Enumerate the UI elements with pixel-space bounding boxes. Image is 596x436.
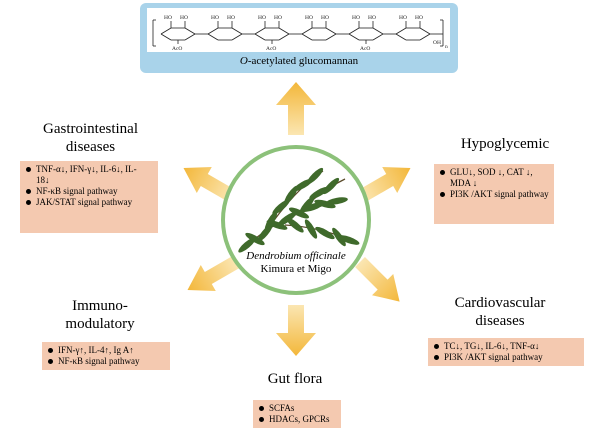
hydroxyl-label: HO [211, 15, 219, 21]
immuno-item: NF-κB signal pathway [46, 356, 165, 367]
gut-heading: Gut flora [267, 371, 323, 387]
immuno-box: IFN-γ↑, IL-4↑, Ig A↑ NF-κB signal pathwa… [42, 342, 170, 370]
hydroxyl-label: HO [227, 15, 235, 21]
acetyl-label: AcO [360, 46, 370, 52]
leaf-shape [288, 207, 310, 219]
bond-line [372, 33, 384, 41]
hydroxyl-label: OH [433, 40, 441, 46]
leaf-shape [314, 199, 336, 209]
immuno-item: IFN-γ↑, IL-4↑, Ig A↑ [46, 345, 165, 356]
hydroxyl-label: HO [274, 15, 282, 21]
bond-line [348, 27, 360, 35]
leaf-shape [338, 235, 360, 245]
leaf-shape [245, 232, 265, 246]
hydroxyl-label: HO [399, 15, 407, 21]
cardio-item: PI3K /AKT signal pathway [432, 352, 579, 363]
hydroxyl-label: HO [321, 15, 329, 21]
bond-line [419, 33, 431, 41]
bond-line [184, 27, 196, 35]
caption-italic-o: O [239, 55, 248, 67]
bond-line [184, 33, 196, 41]
repeat-subscript: n [445, 44, 448, 50]
bond-line [372, 27, 384, 35]
bond-line [207, 33, 219, 41]
leaf-shape [326, 197, 348, 205]
bond-line [278, 27, 290, 35]
cardio-heading: Cardiovascular diseases [425, 294, 575, 330]
arrow-upper-left [183, 167, 236, 203]
gut-item: HDACs, GPCRs [257, 414, 336, 425]
center-circle [221, 145, 371, 295]
leaf-shape [238, 237, 256, 253]
leaf-shape [306, 167, 324, 185]
immuno-title-line1: Immuno- [72, 298, 128, 314]
bond-line [278, 33, 290, 41]
leaf-shape [286, 217, 304, 233]
center-label: Dendrobium officinale Kimura et Migo [221, 250, 371, 276]
arrow-lower-right [355, 257, 400, 302]
bond-line [325, 27, 337, 35]
hydroxyl-label: HO [180, 15, 188, 21]
acetyl-label: AcO [266, 46, 276, 52]
glucomannan-structure: n HO HO AcO HO HO HO HO AcO HO HO HO HO AcO HO HO OH [147, 8, 450, 52]
gastro-item: TNF-α↓, IFN-γ↓, IL-6↓, IL-18↓ [24, 164, 153, 186]
structure-caption: O-acetylated glucomannan [140, 55, 458, 67]
bond-line [160, 27, 172, 35]
bond-line [207, 27, 219, 35]
caption-text: -acetylated glucomannan [247, 55, 359, 67]
cardio-box: TC↓, TG↓, IL-6↓, TNF-α↓ PI3K /AKT signal… [428, 338, 584, 366]
gastro-title-line2: diseases [65, 139, 116, 155]
arrow-down [276, 305, 316, 356]
leaf-shape [322, 177, 340, 195]
leaf-shape [315, 226, 335, 240]
bond-line [395, 33, 407, 41]
cardio-title-line2: diseases [475, 313, 525, 329]
hydroxyl-label: HO [368, 15, 376, 21]
hypo-item: PI3K /AKT signal pathway [438, 189, 549, 200]
gastro-title-line1: Gastrointestinal [43, 121, 138, 137]
hydroxyl-label: HO [415, 15, 423, 21]
acetyl-label: AcO [172, 46, 182, 52]
bond-line [231, 33, 243, 41]
hydroxyl-label: HO [258, 15, 266, 21]
bond-line [419, 27, 431, 35]
dendrobium-plant-image [238, 167, 360, 253]
hydroxyl-label: HO [352, 15, 360, 21]
hydroxyl-label: HO [164, 15, 172, 21]
immuno-title-line2: modulatory [65, 316, 135, 332]
arrow-up [276, 82, 316, 135]
bond-line [395, 27, 407, 35]
immuno-heading: Immuno- modulatory [40, 297, 160, 333]
bond-line [254, 27, 266, 35]
leaf-shape [309, 186, 329, 200]
leaf-shape [304, 219, 318, 239]
cardio-item: TC↓, TG↓, IL-6↓, TNF-α↓ [432, 341, 579, 352]
arrow-lower-left [187, 255, 240, 291]
hypo-box: GLU↓, SOD ↓, CAT ↓, MDA ↓ PI3K /AKT sign… [434, 164, 554, 224]
leaf-shape [264, 211, 278, 231]
gastro-box: TNF-α↓, IFN-γ↓, IL-6↓, IL-18↓ NF-κB sign… [20, 161, 158, 233]
bond-line [325, 33, 337, 41]
gastro-item: JAK/STAT signal pathway [24, 197, 153, 208]
bond-line [160, 33, 172, 41]
hypo-heading: Hypoglycemic [460, 136, 550, 152]
gut-item: SCFAs [257, 403, 336, 414]
bond-line [231, 27, 243, 35]
hydroxyl-label: HO [305, 15, 313, 21]
gastro-item: NF-κB signal pathway [24, 186, 153, 197]
arrow-upper-right [358, 167, 411, 203]
bond-line [301, 33, 313, 41]
gut-box: SCFAs HDACs, GPCRs [253, 400, 341, 428]
bond-line [254, 33, 266, 41]
hypo-item: GLU↓, SOD ↓, CAT ↓, MDA ↓ [438, 167, 549, 189]
bond-line [348, 33, 360, 41]
cardio-title-line1: Cardiovascular [454, 295, 546, 311]
species-name: Dendrobium officinale [246, 250, 346, 262]
bond-line [301, 27, 313, 35]
gastro-heading: Gastrointestinal diseases [18, 120, 163, 156]
species-authority: Kimura et Migo [260, 263, 332, 275]
leaf-shape [299, 196, 315, 214]
structure-drawing: n HO HO AcO HO HO HO HO AcO HO HO HO HO AcO HO HO OH [152, 15, 448, 52]
